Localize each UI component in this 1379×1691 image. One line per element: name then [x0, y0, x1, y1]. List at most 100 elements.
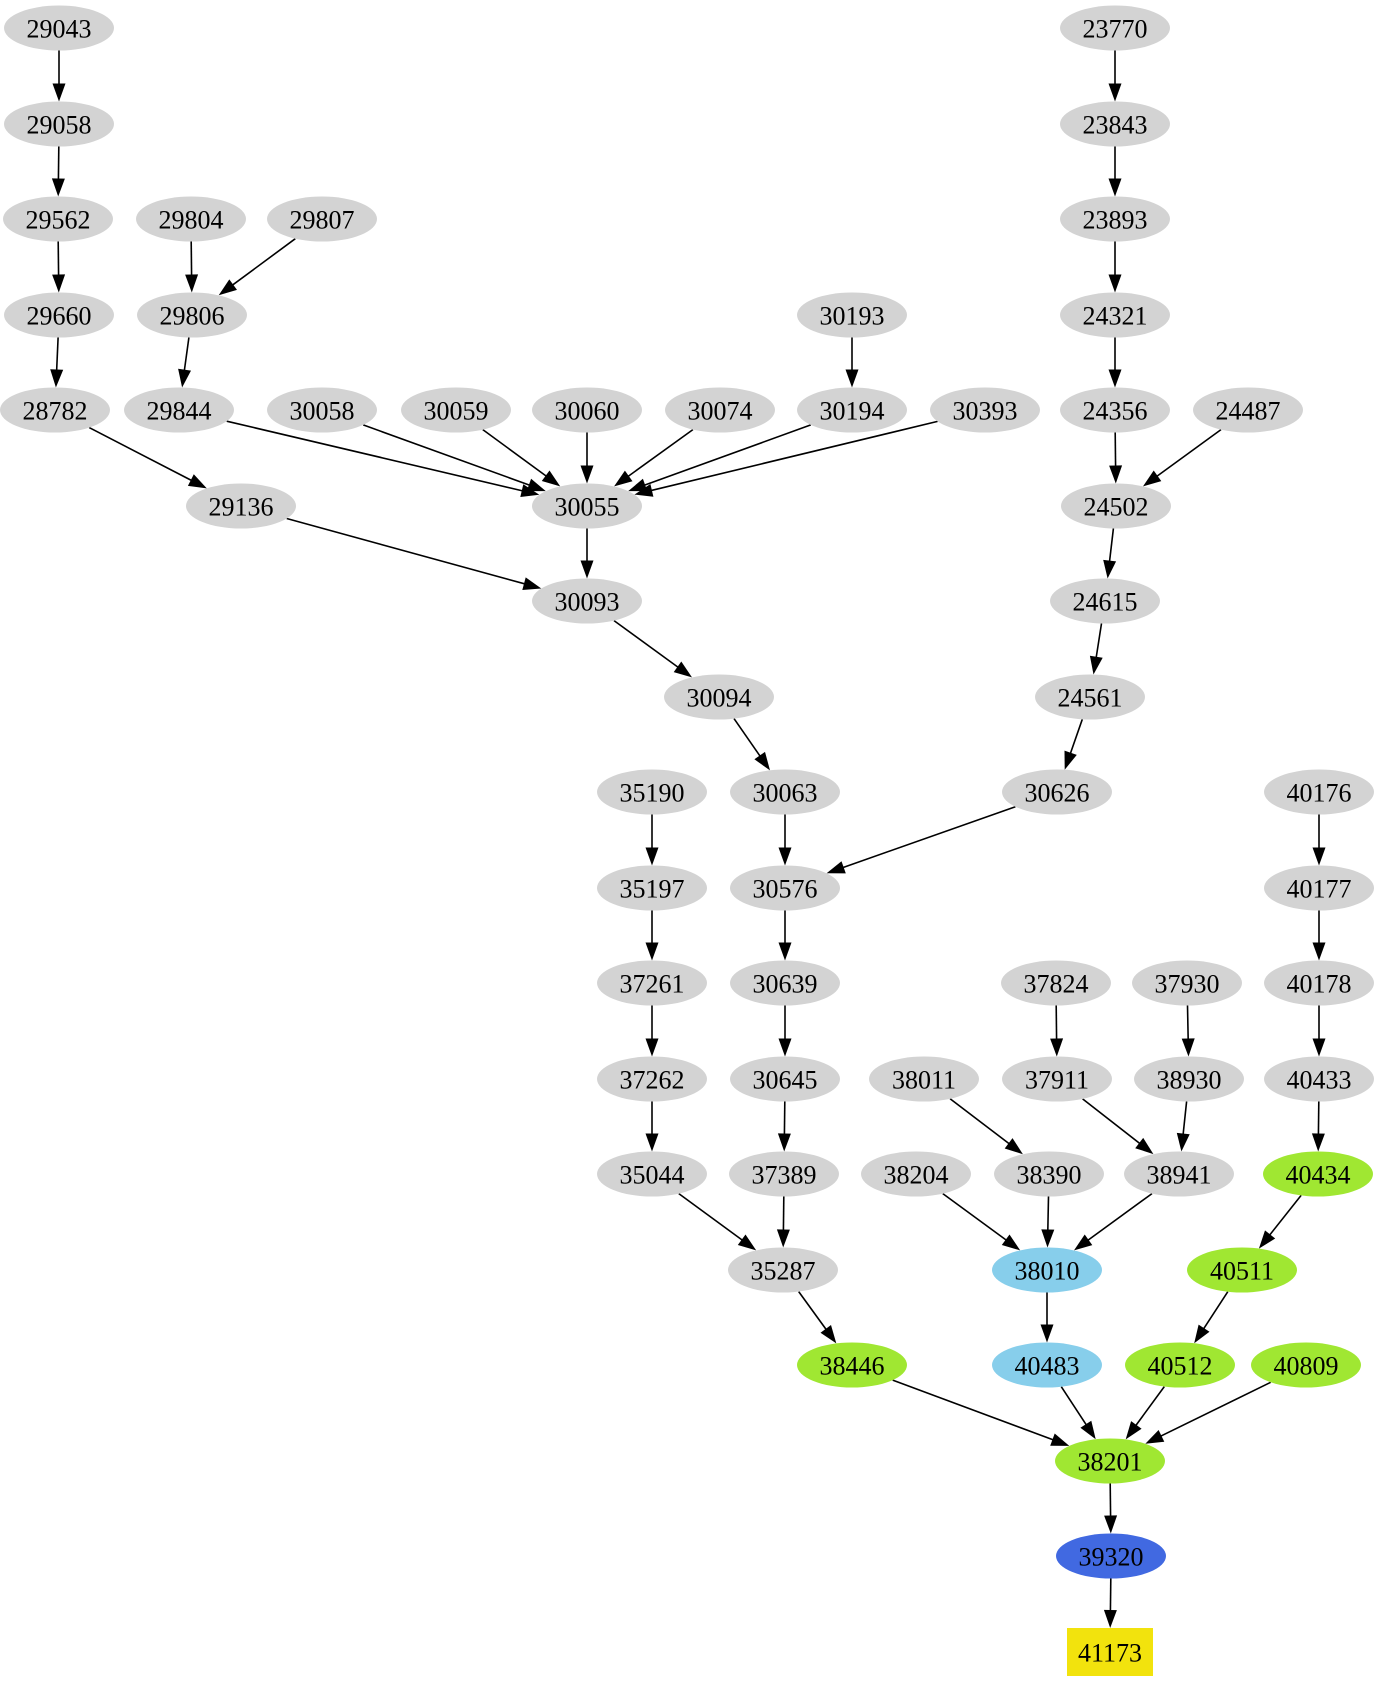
node-ellipse-40483	[992, 1342, 1102, 1388]
node-label-23893: 23893	[1083, 206, 1148, 235]
arrowhead-icon	[645, 847, 659, 866]
arrowhead-icon	[778, 1038, 792, 1057]
edge-40433-40434	[1311, 1101, 1325, 1152]
edge-line	[1159, 1381, 1272, 1438]
edge-30193-30194	[845, 337, 859, 388]
edge-30645-37389	[777, 1101, 791, 1152]
arrowhead-icon	[1143, 470, 1162, 487]
node-30645: 30645	[730, 1056, 840, 1102]
node-40511: 40511	[1187, 1247, 1297, 1293]
arrowhead-icon	[1108, 83, 1122, 102]
arrowhead-icon	[1001, 1234, 1021, 1251]
edge-line	[1060, 1386, 1088, 1427]
node-ellipse-30060	[532, 387, 642, 433]
edge-30063-30576	[778, 814, 792, 866]
edge-38204-38010	[942, 1192, 1021, 1251]
edge-line	[733, 718, 762, 758]
arrowhead-icon	[1145, 1430, 1165, 1444]
arrowhead-icon	[522, 577, 542, 590]
node-ellipse-37389	[729, 1151, 839, 1197]
arrowhead-icon	[580, 465, 594, 484]
node-label-37930: 37930	[1155, 970, 1220, 999]
node-ellipse-23893	[1060, 196, 1170, 242]
node-ellipse-35044	[597, 1151, 707, 1197]
arrowhead-icon	[185, 274, 199, 293]
edge-line	[1086, 1192, 1153, 1242]
node-40512: 40512	[1125, 1342, 1235, 1388]
edge-line	[942, 1192, 1008, 1242]
arrowhead-icon	[1089, 655, 1103, 675]
arrowhead-icon	[634, 484, 654, 497]
arrowhead-icon	[1135, 1137, 1154, 1155]
node-label-23770: 23770	[1083, 15, 1148, 44]
edge-40177-40178	[1312, 910, 1326, 961]
node-ellipse-38390	[994, 1151, 1104, 1197]
edge-23893-24321	[1108, 241, 1122, 293]
edge-30059-30055	[482, 428, 561, 487]
node-label-37262: 37262	[620, 1066, 685, 1095]
node-label-37911: 37911	[1025, 1066, 1089, 1095]
arrowhead-icon	[777, 1133, 791, 1152]
node-label-40176: 40176	[1287, 779, 1352, 808]
arrowhead-icon	[1041, 1229, 1055, 1248]
node-29136: 29136	[186, 483, 296, 529]
edge-24487-24502	[1143, 428, 1222, 487]
edge-line	[1069, 719, 1084, 755]
node-37930: 37930	[1132, 960, 1242, 1006]
node-ellipse-30058	[267, 387, 377, 433]
arrowhead-icon	[1103, 559, 1117, 579]
node-24561: 24561	[1035, 674, 1145, 720]
arrowhead-icon	[1103, 1609, 1117, 1628]
edge-37911-38941	[1082, 1098, 1154, 1155]
node-29660: 29660	[4, 292, 114, 338]
node-ellipse-30639	[730, 960, 840, 1006]
node-label-35044: 35044	[620, 1161, 685, 1190]
node-30060: 30060	[532, 387, 642, 433]
edge-line	[1134, 1386, 1165, 1427]
node-38446: 38446	[797, 1342, 907, 1388]
edge-38446-38201	[892, 1379, 1070, 1446]
node-label-28782: 28782	[23, 397, 88, 426]
node-label-38201: 38201	[1078, 1448, 1143, 1477]
node-label-30393: 30393	[953, 397, 1018, 426]
edge-30576-30639	[778, 910, 792, 961]
node-ellipse-30093	[532, 578, 642, 624]
arrowhead-icon	[541, 470, 561, 487]
node-label-24487: 24487	[1216, 397, 1281, 426]
edge-line	[1108, 528, 1115, 563]
node-label-30576: 30576	[753, 875, 818, 904]
arrowhead-icon	[1176, 1132, 1190, 1152]
node-40434: 40434	[1263, 1151, 1373, 1197]
edge-39320-41173	[1103, 1578, 1117, 1628]
node-30074: 30074	[665, 387, 775, 433]
arrowhead-icon	[1109, 465, 1123, 484]
node-ellipse-38011	[869, 1056, 979, 1102]
edge-29562-29660	[52, 241, 66, 293]
node-label-30060: 30060	[555, 397, 620, 426]
edge-28782-29136	[88, 426, 207, 489]
node-29806: 29806	[137, 292, 247, 338]
node-30194: 30194	[797, 387, 907, 433]
edge-23770-23843	[1108, 50, 1122, 102]
edge-30639-30645	[778, 1005, 792, 1057]
edge-40178-40433	[1312, 1005, 1326, 1057]
edge-30055-30093	[580, 528, 594, 579]
node-37261: 37261	[597, 960, 707, 1006]
node-23843: 23843	[1060, 101, 1170, 147]
edge-line	[1268, 1194, 1302, 1237]
edge-24502-24615	[1103, 528, 1117, 579]
node-label-38930: 38930	[1157, 1066, 1222, 1095]
edge-40511-40512	[1194, 1291, 1229, 1344]
arrowhead-icon	[673, 661, 692, 678]
arrowhead-icon	[645, 942, 659, 961]
node-ellipse-40433	[1264, 1056, 1374, 1102]
node-35197: 35197	[597, 865, 707, 911]
arrowhead-icon	[645, 1133, 659, 1152]
node-ellipse-30576	[730, 865, 840, 911]
arrowhead-icon	[778, 942, 792, 961]
node-label-30639: 30639	[753, 970, 818, 999]
node-label-35287: 35287	[751, 1257, 816, 1286]
edge-29058-29562	[51, 146, 65, 197]
edge-30393-30055	[634, 420, 938, 497]
edge-line	[1186, 1005, 1189, 1041]
